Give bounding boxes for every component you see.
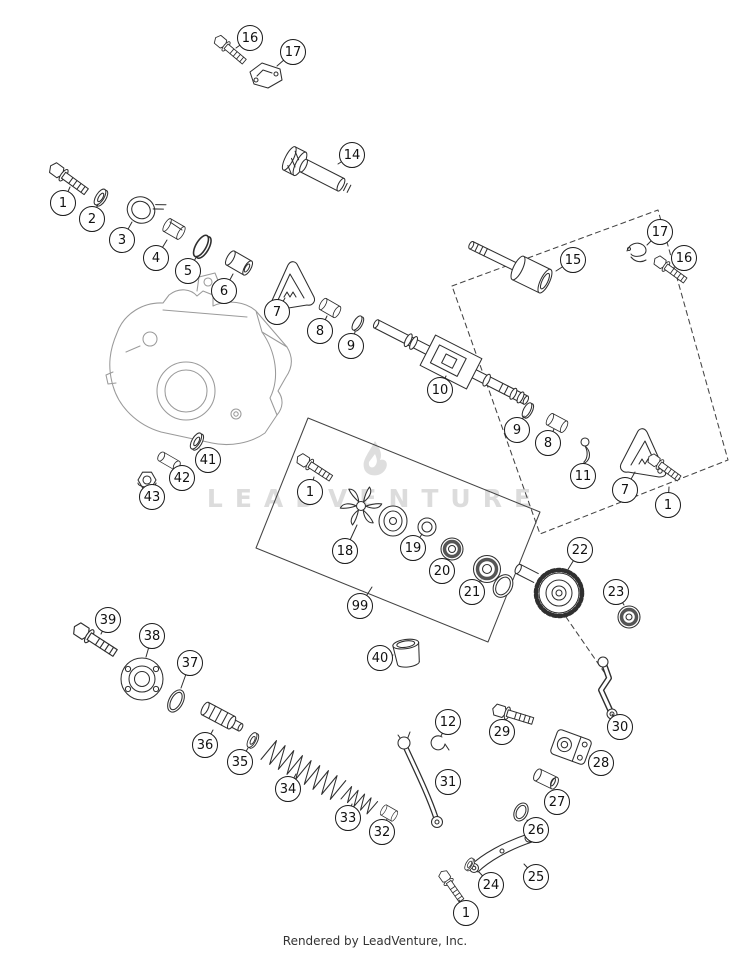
callout-26[interactable]: 26 bbox=[523, 817, 549, 843]
callout-17[interactable]: 17 bbox=[647, 219, 673, 245]
callout-7[interactable]: 7 bbox=[264, 299, 290, 325]
callout-43[interactable]: 43 bbox=[139, 484, 165, 510]
callout-37[interactable]: 37 bbox=[177, 650, 203, 676]
part-shaft-14 bbox=[281, 146, 352, 193]
callout-20[interactable]: 20 bbox=[429, 558, 455, 584]
part-spring-33 bbox=[340, 786, 379, 815]
part-ring-21b bbox=[492, 574, 514, 598]
part-bearing-23 bbox=[617, 605, 641, 629]
part-spring-34 bbox=[260, 740, 347, 800]
part-impeller-18 bbox=[339, 486, 408, 537]
part-bushing-6 bbox=[223, 248, 255, 278]
callout-5[interactable]: 5 bbox=[175, 258, 201, 284]
part-shaft-36 bbox=[200, 701, 244, 732]
part-hook-11 bbox=[580, 437, 591, 469]
callout-24[interactable]: 24 bbox=[478, 872, 504, 898]
callout-21[interactable]: 21 bbox=[459, 579, 485, 605]
callout-99[interactable]: 99 bbox=[347, 593, 373, 619]
callout-39[interactable]: 39 bbox=[95, 607, 121, 633]
callout-8[interactable]: 8 bbox=[307, 318, 333, 344]
dashed-assembly-box bbox=[451, 209, 729, 535]
callout-2[interactable]: 2 bbox=[79, 206, 105, 232]
part-bracket-17-top bbox=[249, 62, 283, 89]
callout-25[interactable]: 25 bbox=[523, 864, 549, 890]
part-flange-38 bbox=[120, 657, 164, 701]
callout-1[interactable]: 1 bbox=[297, 479, 323, 505]
callout-30[interactable]: 30 bbox=[607, 714, 633, 740]
part-bushing-27 bbox=[531, 767, 561, 791]
callout-12[interactable]: 12 bbox=[435, 709, 461, 735]
callout-15[interactable]: 15 bbox=[560, 247, 586, 273]
part-cap-40 bbox=[392, 638, 420, 668]
part-push-rod-31 bbox=[397, 731, 444, 829]
part-retainer-4 bbox=[160, 217, 188, 241]
callout-31[interactable]: 31 bbox=[435, 769, 461, 795]
footer-credit: Rendered by LeadVenture, Inc. bbox=[282, 934, 468, 948]
callout-33[interactable]: 33 bbox=[335, 805, 361, 831]
callout-22[interactable]: 22 bbox=[567, 537, 593, 563]
callout-16[interactable]: 16 bbox=[237, 25, 263, 51]
part-oring-37 bbox=[167, 689, 185, 713]
callout-28[interactable]: 28 bbox=[588, 750, 614, 776]
callout-7[interactable]: 7 bbox=[612, 477, 638, 503]
part-bearing-21 bbox=[472, 554, 502, 584]
callout-10[interactable]: 10 bbox=[427, 377, 453, 403]
callout-1[interactable]: 1 bbox=[453, 900, 479, 926]
callout-35[interactable]: 35 bbox=[227, 749, 253, 775]
callout-1[interactable]: 1 bbox=[655, 492, 681, 518]
callout-29[interactable]: 29 bbox=[489, 719, 515, 745]
callout-41[interactable]: 41 bbox=[195, 447, 221, 473]
part-seal-20 bbox=[440, 537, 464, 561]
callout-34[interactable]: 34 bbox=[275, 776, 301, 802]
callout-3[interactable]: 3 bbox=[109, 227, 135, 253]
part-timing-gear-22 bbox=[514, 563, 585, 619]
callout-9[interactable]: 9 bbox=[338, 333, 364, 359]
callout-16[interactable]: 16 bbox=[671, 245, 697, 271]
part-housing-28 bbox=[550, 729, 592, 765]
callout-27[interactable]: 27 bbox=[544, 789, 570, 815]
callout-32[interactable]: 32 bbox=[369, 819, 395, 845]
callout-1[interactable]: 1 bbox=[50, 190, 76, 216]
part-clip-12 bbox=[430, 735, 450, 751]
callout-14[interactable]: 14 bbox=[339, 142, 365, 168]
callout-11[interactable]: 11 bbox=[570, 463, 596, 489]
pump-assembly-box bbox=[255, 417, 541, 643]
callout-23[interactable]: 23 bbox=[603, 579, 629, 605]
part-seal-19 bbox=[417, 517, 437, 537]
callout-9[interactable]: 9 bbox=[504, 417, 530, 443]
callout-42[interactable]: 42 bbox=[169, 465, 195, 491]
part-clamp-3 bbox=[126, 196, 167, 224]
part-shaft-15 bbox=[468, 240, 553, 294]
callout-18[interactable]: 18 bbox=[332, 538, 358, 564]
part-clip-17-right bbox=[626, 242, 647, 263]
callout-6[interactable]: 6 bbox=[211, 278, 237, 304]
callout-36[interactable]: 36 bbox=[192, 732, 218, 758]
callout-8[interactable]: 8 bbox=[535, 430, 561, 456]
part-control-shaft-10 bbox=[372, 319, 530, 405]
callout-4[interactable]: 4 bbox=[143, 245, 169, 271]
callout-40[interactable]: 40 bbox=[367, 645, 393, 671]
callout-19[interactable]: 19 bbox=[400, 535, 426, 561]
part-oring-26 bbox=[513, 802, 529, 822]
callout-17[interactable]: 17 bbox=[280, 39, 306, 65]
callout-38[interactable]: 38 bbox=[139, 623, 165, 649]
